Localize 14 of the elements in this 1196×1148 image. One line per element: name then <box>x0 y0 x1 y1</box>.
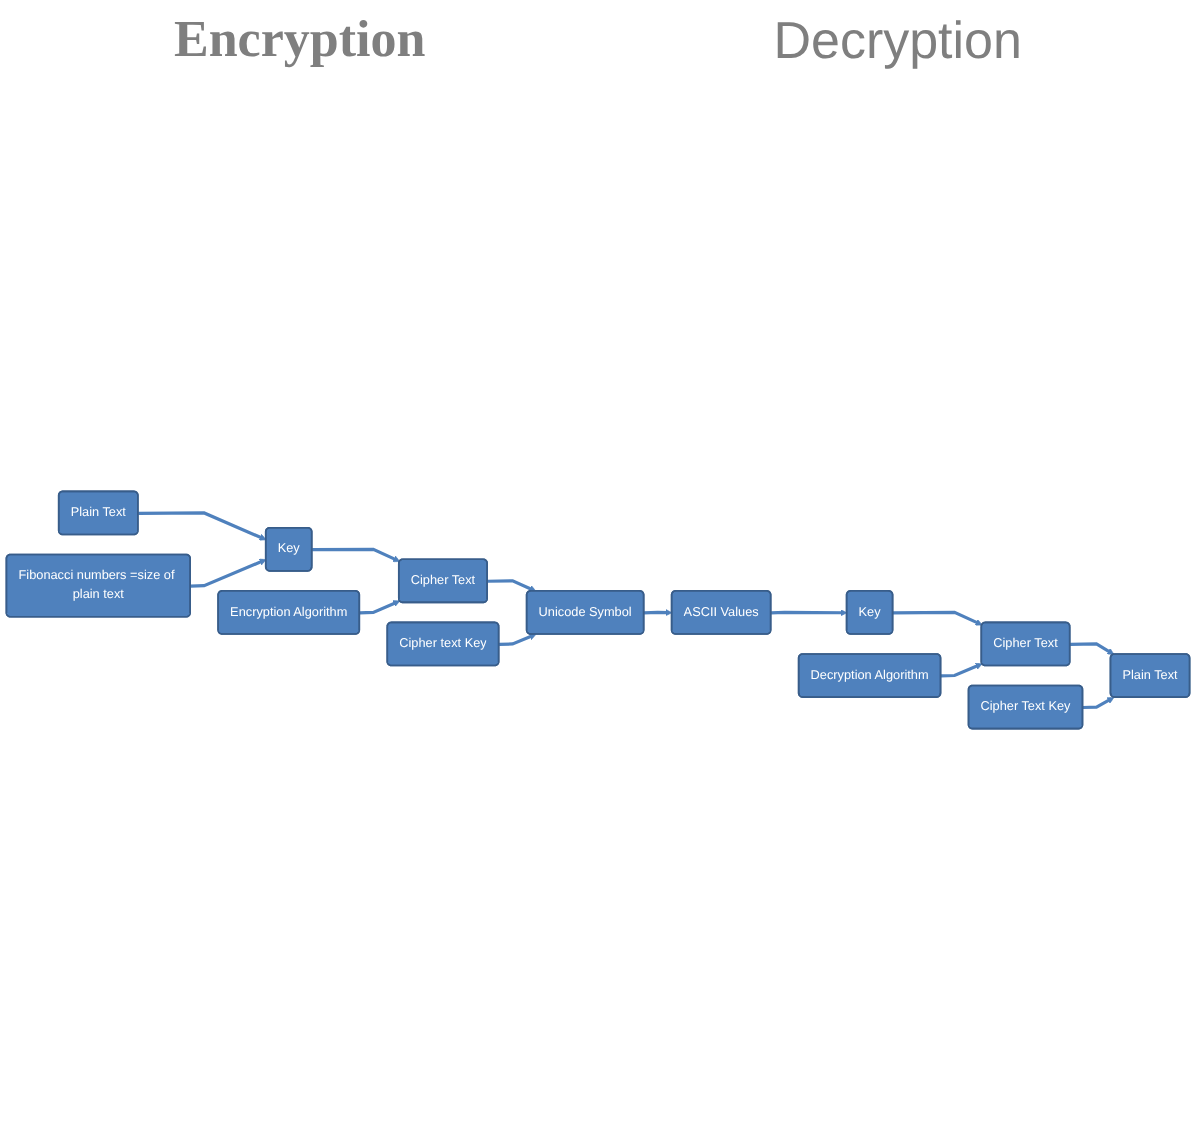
arrow <box>359 600 401 615</box>
arrow <box>644 609 673 617</box>
section-heading: Encryption <box>174 10 426 70</box>
arrow <box>138 511 267 541</box>
arrow <box>892 610 983 626</box>
arrow <box>487 579 537 592</box>
arrow <box>940 663 983 678</box>
arrow <box>1070 642 1115 655</box>
arrow <box>312 547 401 563</box>
arrow <box>499 633 537 646</box>
arrow <box>771 609 848 617</box>
arrow <box>1082 697 1115 710</box>
section-heading: Decryption <box>773 9 1022 71</box>
arrow <box>190 558 267 588</box>
